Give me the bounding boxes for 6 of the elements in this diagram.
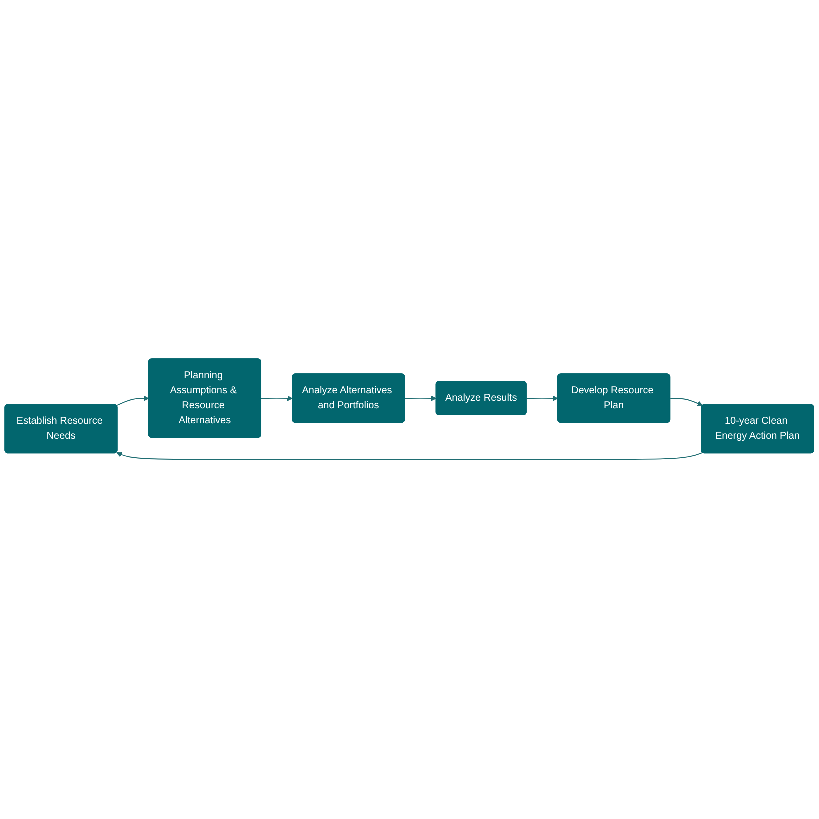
arrow: [261, 396, 293, 402]
arrow: [404, 396, 437, 402]
arrow: [116, 452, 704, 460]
arrow: [116, 396, 150, 406]
arrow: [670, 398, 704, 406]
arrow: [526, 396, 558, 402]
